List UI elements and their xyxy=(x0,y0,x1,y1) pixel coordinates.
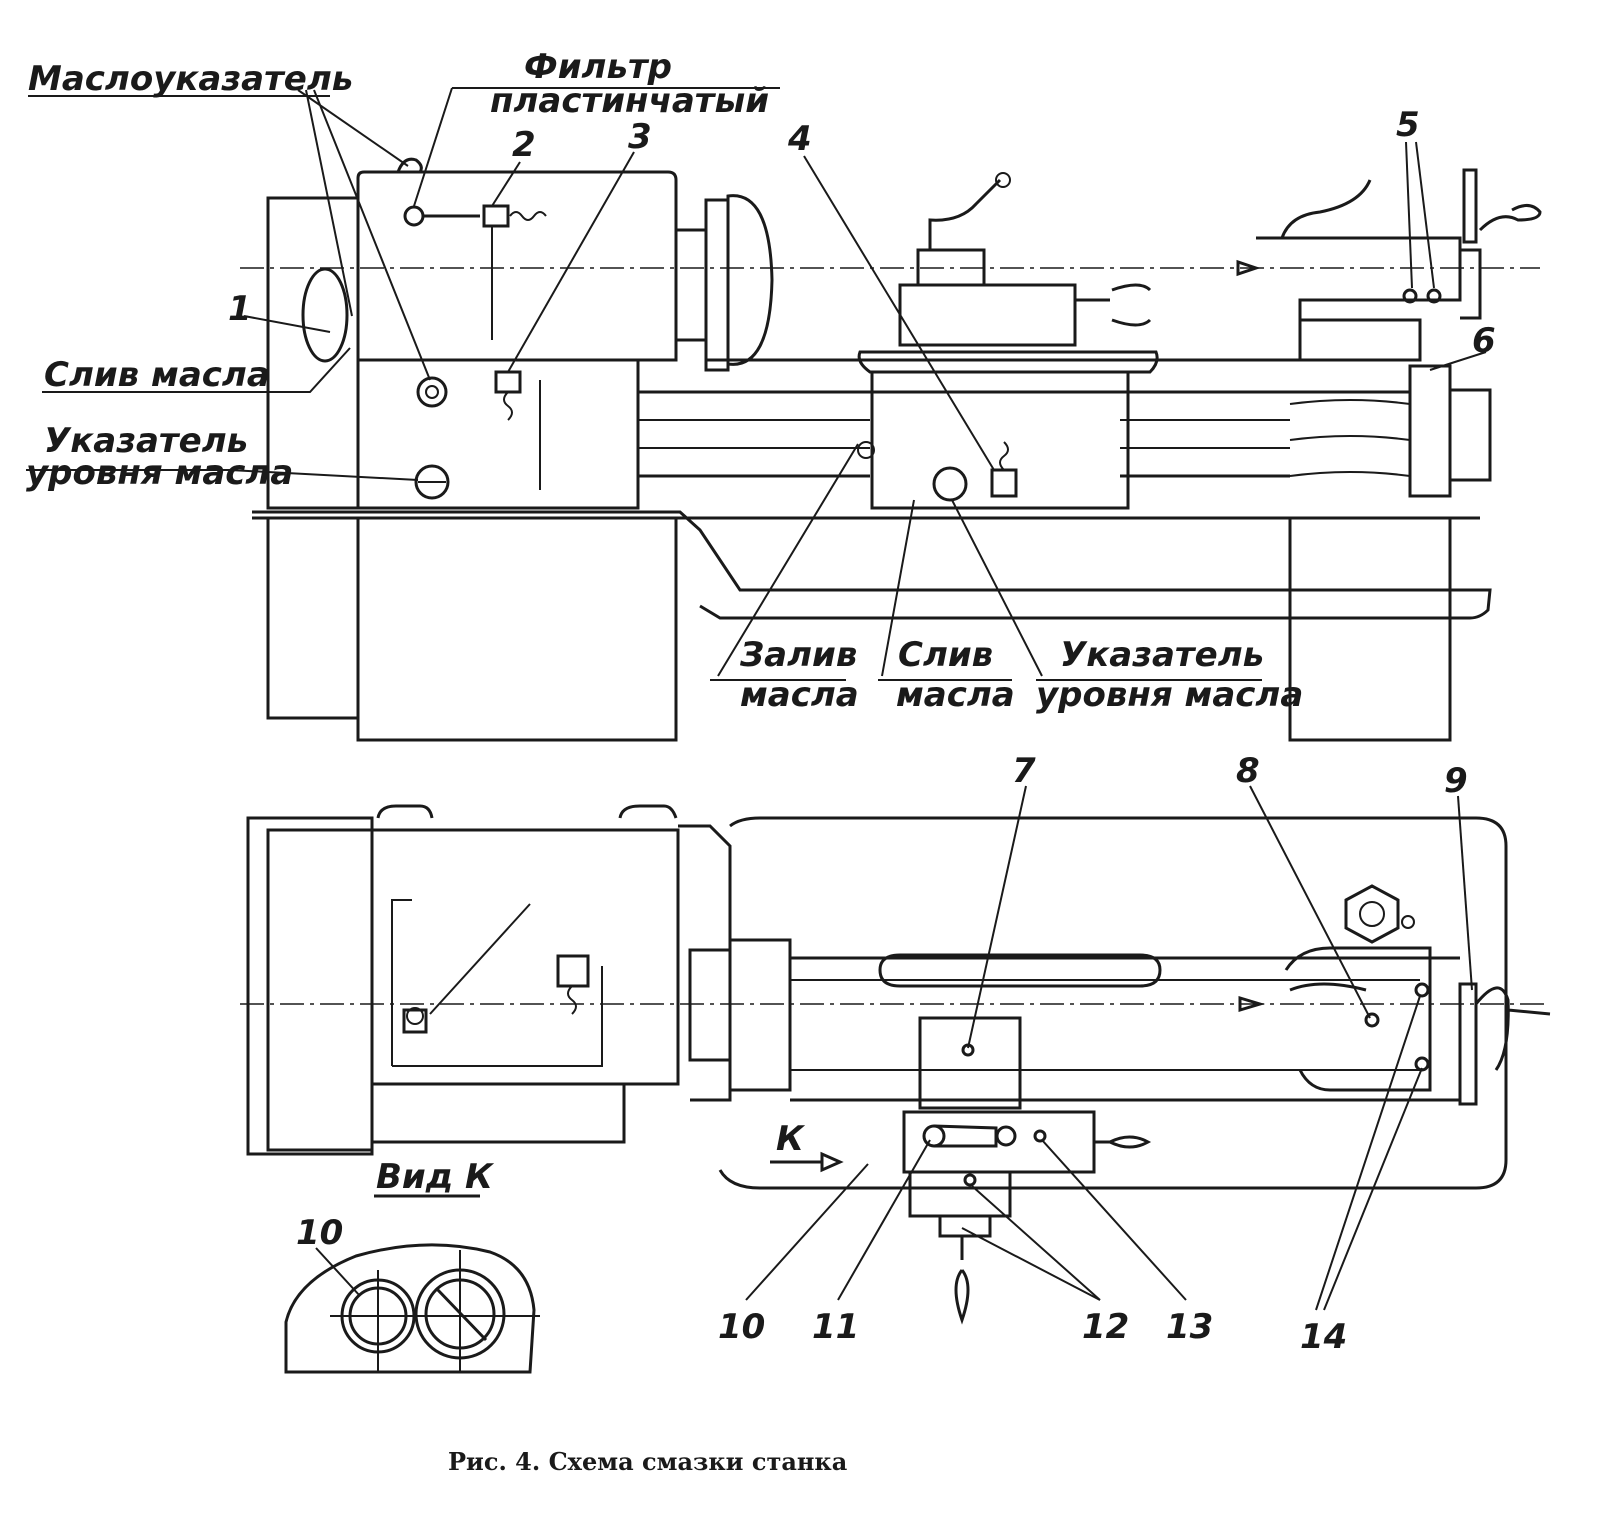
callout-11: 11 xyxy=(812,1307,859,1347)
label-oil-level-right-line2: уровня масла xyxy=(1036,675,1303,715)
callout-numbers: 1 2 3 4 5 6 7 8 9 10 11 12 13 14 10 xyxy=(228,105,1496,1357)
callout-4: 4 xyxy=(787,119,812,159)
callout-2: 2 xyxy=(512,125,536,165)
callout-5: 5 xyxy=(1396,105,1420,145)
label-oil-drain-mid-line1: Слив xyxy=(898,635,993,675)
callout-10: 10 xyxy=(718,1307,765,1347)
callout-13: 13 xyxy=(1166,1307,1213,1347)
label-filter-line2: пластинчатый xyxy=(490,81,769,121)
lathe-side-view xyxy=(240,157,1542,742)
label-filter-line1: Фильтр xyxy=(524,47,672,87)
leader-lines xyxy=(26,87,1487,1311)
label-oil-level-right-line1: Указатель xyxy=(1060,635,1264,675)
label-oil-level-left-line1: Указатель xyxy=(44,421,248,461)
callout-3: 3 xyxy=(628,117,652,157)
label-oil-fill-line1: Залив xyxy=(739,635,857,675)
callout-12: 12 xyxy=(1082,1307,1129,1347)
label-oil-drain-mid-line2: масла xyxy=(896,675,1015,715)
label-oil-level-left-line2: уровня масла xyxy=(26,453,293,493)
lathe-top-view xyxy=(240,804,1551,1325)
callout-6: 6 xyxy=(1472,321,1496,361)
callout-9: 9 xyxy=(1444,761,1468,801)
label-oil-drain-left: Слив масла xyxy=(44,355,270,395)
callout-8: 8 xyxy=(1236,751,1260,791)
callout-10-view-k: 10 xyxy=(296,1213,343,1253)
label-view-k: Вид К xyxy=(376,1157,495,1197)
label-arrow-k: К xyxy=(776,1119,806,1159)
view-k-detail xyxy=(284,1194,540,1374)
label-oil-fill-line2: масла xyxy=(740,675,859,715)
figure-caption: Рис. 4. Схема смазки станка xyxy=(448,1447,847,1476)
callout-14: 14 xyxy=(1300,1317,1347,1357)
callout-1: 1 xyxy=(228,289,252,329)
callout-7: 7 xyxy=(1012,751,1036,791)
label-oil-indicator: Маслоуказатель xyxy=(28,59,353,99)
